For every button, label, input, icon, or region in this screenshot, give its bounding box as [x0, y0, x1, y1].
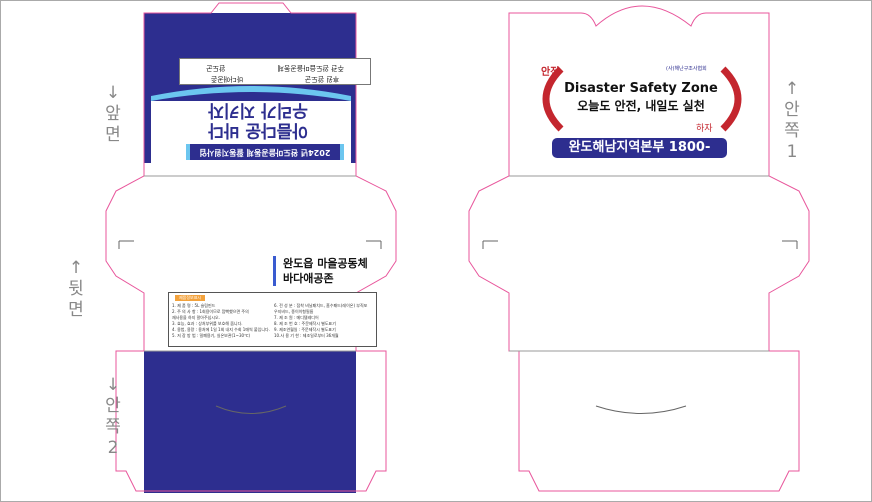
info-row: 우지비드, 종이이형필름 — [274, 309, 314, 314]
info-row: 8. 제 조 번 호 : 주문제작시 별도표기 — [274, 321, 336, 326]
label-back: ↑뒷면 — [68, 258, 84, 320]
safety-slogan: 오늘도 안전, 내일도 실천 — [577, 99, 705, 113]
logo-bottom-right: 하자 — [696, 124, 713, 134]
label-front: ↓앞면 — [105, 83, 121, 145]
info-row: 1. 제 품 명 : 5L 슬림핀드 — [172, 303, 216, 308]
info-row: 9. 제조연월일 : 주문제작시 별도표기 — [274, 327, 336, 332]
info-row: 6. 전 성 분 : 점착 비닐패치드, 흡수패드(레이온) 부직포 — [274, 303, 368, 308]
info-row: 5. 저 장 방 법 : 밀폐용기, 실온보관(1~30℃) — [172, 333, 251, 338]
wave-stripe — [151, 86, 351, 101]
left-inside-panel-bg — [144, 351, 356, 493]
logo-safety-text: 안전 — [541, 67, 560, 78]
info-row: 재사용을 하지 말아주십시오. — [172, 315, 220, 320]
info-row: 2. 주 의 사 항 : 1회용이므로 깜빡했으면 주의 — [172, 309, 249, 314]
association-logo: (사)해난구조사협회 — [666, 66, 707, 72]
red-bracket-right — [720, 66, 742, 132]
info-row: 4. 용법, 용량 : 용처에 1일 1회 내지 수회 1매씩 붙입니다. — [172, 327, 270, 332]
safety-logo-area: 안전 (사)해난구조사협회 하자 Disaster Safety Zone 오늘… — [521, 51, 761, 163]
info-row: 7. 제 조 원 : 메디텔레디어 — [274, 315, 319, 320]
info-row: 10.사 용 기 한 : 제조일로부터 36개월 — [274, 333, 339, 338]
contact-banner: 완도해남지역본부 1800-7494 — [552, 138, 727, 175]
info-row: 3. 효능, 효과 : 상처부위를 보호해 줍니다. — [172, 321, 243, 326]
red-bracket-left — [542, 66, 564, 132]
year-ribbon: 2024년 완도마을공동체 활동지원사업 — [186, 144, 344, 160]
left-cut-line — [105, 2, 397, 492]
safety-zone-title: Disaster Safety Zone — [564, 81, 718, 96]
right-cut-line — [468, 5, 810, 492]
